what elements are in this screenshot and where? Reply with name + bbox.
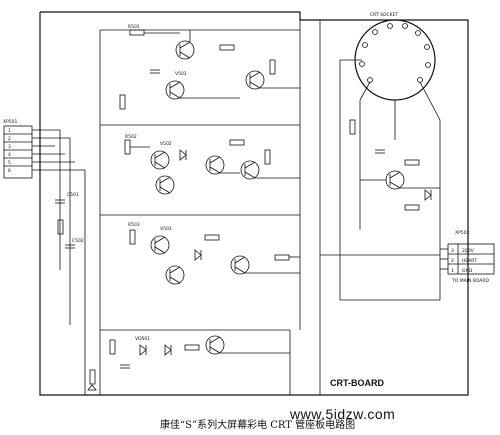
- right-circuit: [349, 119, 440, 211]
- right-connector-to: TO MAIN BOARD: [451, 278, 489, 284]
- right-connector-name: XP502: [455, 230, 470, 236]
- c-a-label: C501: [67, 192, 79, 198]
- q-low-label: V503: [160, 226, 172, 232]
- right-pin-3: 3: [451, 248, 454, 254]
- d-a-label: VD501: [135, 336, 150, 342]
- right-connector: XP502 3 2 1 200V HEART GND TO MAIN BOARD: [439, 230, 495, 300]
- right-signal-200v: 200V: [462, 248, 475, 254]
- crt-socket: CRT SOCKET: [340, 12, 441, 255]
- r-a-label: R501: [128, 24, 140, 30]
- r-c-label: R503: [128, 222, 140, 228]
- stage-lower: V503 R503: [128, 222, 300, 285]
- left-pin-5: 5: [8, 160, 11, 166]
- left-pin-1: 1: [8, 128, 11, 134]
- left-bus-parts: C501 C502: [55, 192, 84, 249]
- stage-bottom: VD501: [87, 330, 291, 395]
- c-b-label: C502: [72, 238, 84, 244]
- board-label: CRT-BOARD: [330, 378, 384, 388]
- left-pin-4: 4: [8, 152, 11, 158]
- board-outline: [39, 11, 469, 396]
- watermark: www.5idzw.com: [289, 406, 395, 422]
- left-connector: XP501 1 2 3 4 5 6: [3, 119, 85, 179]
- left-pin-3: 3: [8, 144, 11, 150]
- stage-top: V501 R501: [119, 24, 300, 110]
- left-connector-name: XP501: [3, 119, 18, 125]
- right-signal-heart: HEART: [462, 258, 477, 264]
- right-pin-2: 2: [451, 258, 454, 264]
- socket-label: CRT SOCKET: [370, 12, 398, 18]
- stage-middle: V502 R502: [124, 134, 300, 195]
- q-mid-label: V502: [160, 141, 172, 147]
- right-pin-1: 1: [451, 268, 454, 274]
- right-signal-gnd: GND: [462, 268, 473, 274]
- r-b-label: R502: [125, 134, 137, 140]
- q-top-label: V501: [175, 71, 187, 77]
- diagram-caption: 康佳“S”系列大屏幕彩电 CRT 管座板电路图: [160, 418, 355, 431]
- left-pin-6: 6: [8, 168, 11, 174]
- left-pin-2: 2: [8, 136, 11, 142]
